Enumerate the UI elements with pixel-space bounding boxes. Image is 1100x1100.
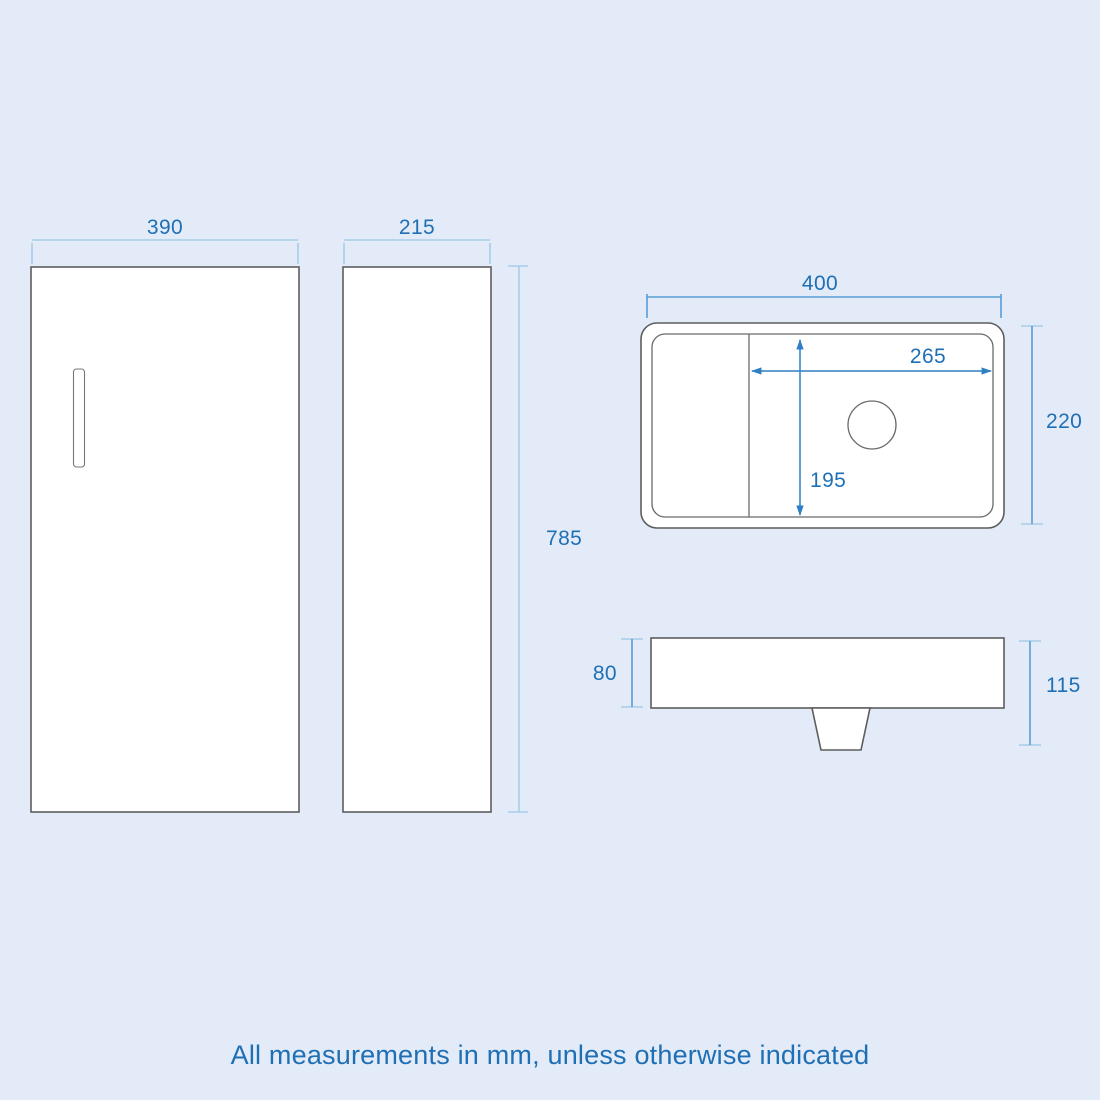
view-basin-front [650, 637, 1005, 751]
dimension-basin-depth: 220 [1021, 325, 1082, 525]
basin-inner-rim [651, 333, 994, 518]
dimension-label-115: 115 [1046, 674, 1081, 697]
cabinet-door-handle-icon [72, 368, 86, 468]
dimension-basin-total-height: 115 [1019, 640, 1081, 746]
view-basin-top [640, 322, 1005, 529]
dimension-basin-body-height: 80 [593, 638, 643, 708]
dimension-basin-width: 400 [646, 272, 1002, 318]
dimension-basin-bowl-width: 265 [750, 345, 993, 375]
view-cabinet-front [30, 266, 300, 813]
basin-body-front [650, 637, 1005, 709]
dimension-label-215: 215 [399, 216, 435, 239]
dimension-cabinet-width: 390 [31, 216, 299, 264]
dimension-basin-bowl-depth: 195 [796, 338, 846, 517]
dimension-label-80: 80 [593, 662, 617, 685]
dimension-label-390: 390 [147, 216, 183, 239]
measurement-units-caption: All measurements in mm, unless otherwise… [231, 1040, 870, 1070]
dimension-cabinet-height: 785 [508, 265, 582, 813]
drain-hole-icon [847, 400, 897, 450]
dimension-cabinet-depth: 215 [343, 216, 491, 264]
dimension-label-265: 265 [910, 345, 946, 368]
view-cabinet-side [342, 266, 492, 813]
dimension-label-220: 220 [1046, 410, 1082, 433]
dimension-label-400: 400 [802, 272, 838, 295]
cabinet-side-panel [342, 266, 492, 813]
dimension-label-195: 195 [810, 469, 846, 492]
dimension-label-785: 785 [546, 527, 582, 550]
waste-trap-icon [811, 707, 871, 751]
cabinet-front-panel [30, 266, 300, 813]
basin-outer-rim [640, 322, 1005, 529]
